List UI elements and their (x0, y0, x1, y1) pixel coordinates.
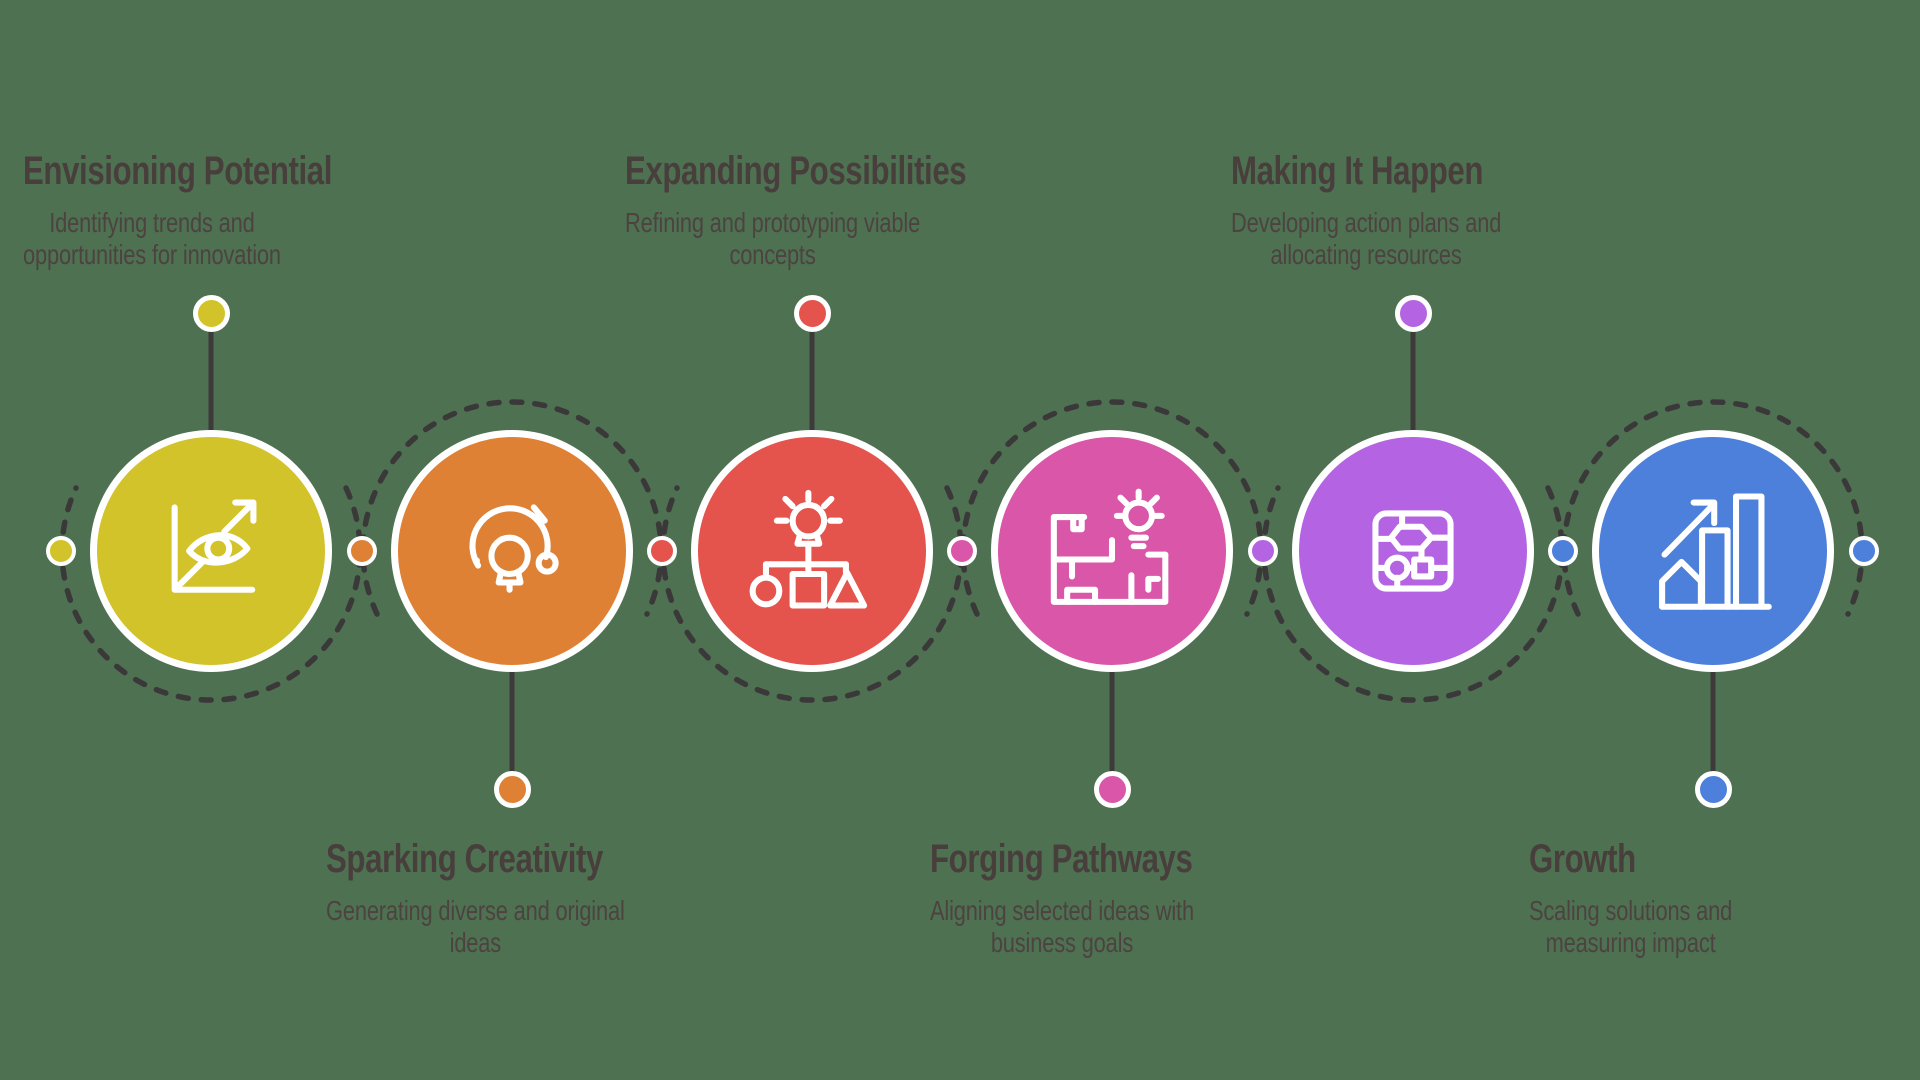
step-circle-expanding (691, 430, 933, 672)
dashed-orbit-path (660, 485, 964, 703)
step-label-growth: Growth Scaling solutions and measuring i… (1529, 836, 1789, 959)
step-title: Envisioning Potential (23, 149, 333, 193)
wave-dot (1548, 536, 1578, 566)
step-title: Growth (1529, 837, 1636, 881)
wave-dot (347, 536, 377, 566)
wave-dot (1849, 536, 1879, 566)
step-title: Making It Happen (1231, 149, 1484, 193)
dashed-orbit-path (360, 399, 664, 617)
step-subtitle: Developing action plans and allocating r… (1231, 207, 1502, 270)
wave-dot (947, 536, 977, 566)
step-title: Expanding Possibilities (625, 149, 967, 193)
step-dot (494, 771, 531, 808)
wave-dot (46, 536, 76, 566)
step-label-expanding: Expanding Possibilities Refining and pro… (625, 148, 1062, 271)
vision-chart-icon (171, 499, 257, 593)
step-label-making: Making It Happen Developing action plans… (1231, 148, 1577, 271)
step-dot (193, 295, 230, 332)
dashed-orbit-path (960, 399, 1264, 617)
dashed-orbit-path (1261, 485, 1565, 703)
step-label-forging: Forging Pathways Aligning selected ideas… (930, 836, 1268, 959)
step-subtitle: Refining and prototyping viable concepts (625, 207, 921, 270)
dashed-orbit-path (59, 485, 363, 703)
strategy-map-icon (1372, 510, 1454, 592)
step-title: Sparking Creativity (326, 837, 603, 881)
step-dot (1094, 771, 1131, 808)
wave-dot (647, 536, 677, 566)
step-label-envisioning: Envisioning Potential Identifying trends… (23, 148, 419, 271)
wave-dot (1248, 536, 1278, 566)
step-title: Forging Pathways (930, 837, 1193, 881)
step-dot (794, 295, 831, 332)
map-lightbulb-icon (1050, 488, 1169, 605)
step-label-sparking: Sparking Creativity Generating diverse a… (326, 836, 709, 959)
idea-structure-icon (749, 489, 868, 609)
step-subtitle: Scaling solutions and measuring impact (1529, 895, 1733, 958)
step-subtitle: Identifying trends and opportunities for… (23, 207, 281, 270)
step-circle-growth (1592, 430, 1834, 672)
step-circle-envisioning (90, 430, 332, 672)
step-dot (1395, 295, 1432, 332)
lightbulb-gauge-icon (469, 504, 559, 593)
step-subtitle: Aligning selected ideas with business go… (930, 895, 1194, 958)
step-circle-making (1292, 430, 1534, 672)
step-dot (1695, 771, 1732, 808)
step-circle-forging (991, 430, 1233, 672)
growth-chart-icon (1659, 493, 1772, 610)
step-subtitle: Generating diverse and original ideas (326, 895, 625, 958)
step-circle-sparking (391, 430, 633, 672)
dashed-orbit-path (1561, 399, 1865, 617)
